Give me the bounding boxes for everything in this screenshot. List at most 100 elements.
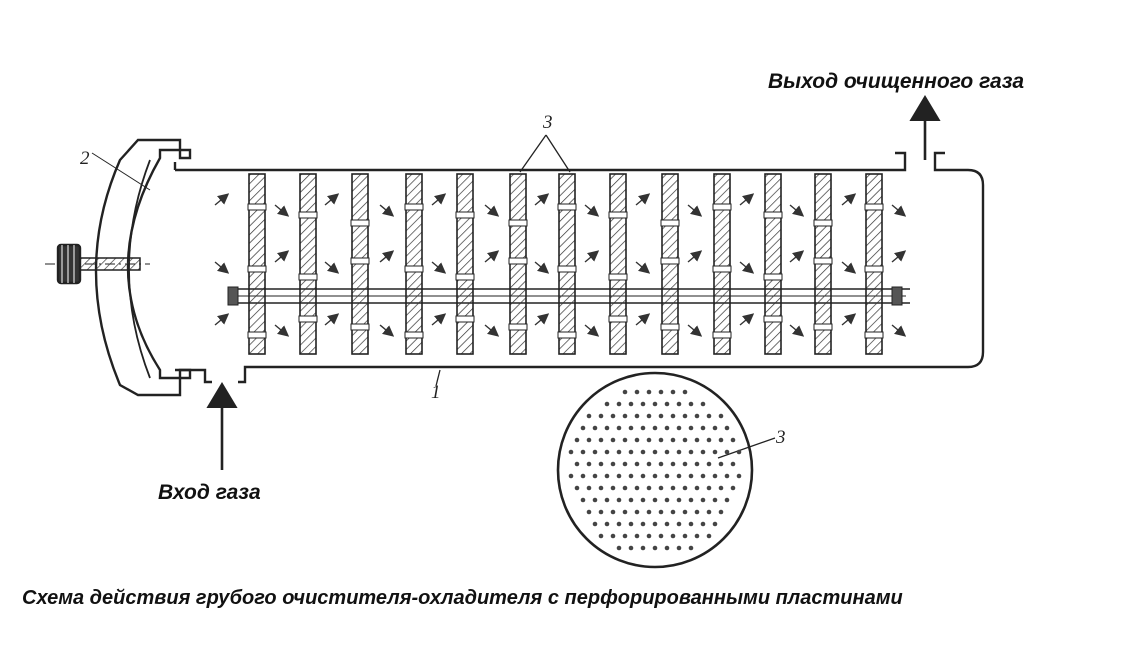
callout-cover: 2 — [80, 148, 90, 169]
plate — [813, 173, 833, 355]
plate-hole — [694, 437, 700, 443]
plate-hole — [664, 401, 670, 407]
callout-plates: 3 — [543, 112, 553, 133]
plate-hole — [622, 389, 628, 395]
plate-hole — [736, 473, 742, 479]
plate-hole — [646, 509, 652, 515]
plate-hole — [676, 425, 682, 431]
perforated-plates — [247, 173, 884, 355]
plate-hole — [706, 533, 712, 539]
flow-arrow — [274, 204, 290, 217]
plate-hole — [652, 401, 658, 407]
plate-hole — [580, 497, 586, 503]
plate-hole — [640, 521, 646, 527]
plate-hole — [658, 485, 664, 491]
plate-hole — [676, 521, 682, 527]
plate-hole — [610, 461, 616, 467]
flow-arrow — [484, 204, 500, 217]
plate-hole — [718, 485, 724, 491]
plate-hole — [664, 497, 670, 503]
plate — [608, 173, 628, 355]
plate-hole — [688, 521, 694, 527]
plate-hole — [676, 473, 682, 479]
plate-hole — [658, 509, 664, 515]
flow-arrow — [324, 313, 340, 326]
plate-hole — [634, 461, 640, 467]
flow-arrow — [891, 204, 907, 217]
plate-hole — [640, 401, 646, 407]
flow-arrow — [431, 261, 447, 274]
flow-arrow — [687, 324, 703, 337]
plate-hole — [634, 437, 640, 443]
plate-hole — [598, 533, 604, 539]
plate-hole — [646, 533, 652, 539]
plate-hole — [586, 437, 592, 443]
plate-hole — [652, 521, 658, 527]
plate-hole — [574, 461, 580, 467]
plate-hole — [724, 473, 730, 479]
plate — [455, 173, 475, 355]
flow-arrow — [431, 313, 447, 326]
plate-hole — [574, 437, 580, 443]
plate-hole — [688, 497, 694, 503]
plate-hole — [604, 449, 610, 455]
plate-hole — [622, 485, 628, 491]
flow-arrow — [274, 324, 290, 337]
plate-hole — [622, 533, 628, 539]
plate-hole — [712, 497, 718, 503]
flow-arrow — [739, 193, 755, 206]
flow-arrow — [584, 324, 600, 337]
plate — [508, 173, 528, 355]
plate-holes — [568, 389, 742, 551]
flow-arrow — [687, 204, 703, 217]
plate — [864, 173, 884, 355]
plate-hole — [694, 509, 700, 515]
plate-hole — [688, 401, 694, 407]
flow-arrow — [379, 324, 395, 337]
plate-hole — [694, 413, 700, 419]
plate-hole — [574, 485, 580, 491]
plate-hole — [598, 461, 604, 467]
flow-arrow — [324, 261, 340, 274]
plate — [350, 173, 370, 355]
figure-caption: Схема действия грубого очистителя-охлади… — [22, 587, 903, 609]
plate-hole — [676, 401, 682, 407]
plate-hole — [586, 509, 592, 515]
flow-arrow — [635, 261, 651, 274]
plate-hole — [622, 437, 628, 443]
plate-hole — [682, 509, 688, 515]
plate-hole — [682, 461, 688, 467]
plate-hole — [616, 449, 622, 455]
plate-hole — [616, 521, 622, 527]
plate-hole — [610, 509, 616, 515]
threaded-rod — [79, 257, 141, 271]
plate — [404, 173, 424, 355]
plate-hole — [658, 413, 664, 419]
plate-hole — [682, 533, 688, 539]
flow-arrow — [584, 204, 600, 217]
plate-hole — [604, 425, 610, 431]
plate-hole — [646, 437, 652, 443]
plate-hole — [586, 461, 592, 467]
plate-hole — [592, 521, 598, 527]
plate-hole — [670, 533, 676, 539]
flow-arrow — [789, 250, 805, 263]
plate-hole — [658, 437, 664, 443]
plate-hole — [700, 473, 706, 479]
plate-hole — [664, 545, 670, 551]
flow-arrow — [841, 313, 857, 326]
plate-hole — [670, 413, 676, 419]
plate-hole — [592, 425, 598, 431]
plate-hole — [646, 389, 652, 395]
plate-hole — [628, 497, 634, 503]
plate-hole — [640, 425, 646, 431]
plate-hole — [706, 461, 712, 467]
plate-hole — [580, 449, 586, 455]
plate-hole — [586, 413, 592, 419]
flow-arrow — [584, 250, 600, 263]
plate-hole — [706, 509, 712, 515]
plate-hole — [652, 449, 658, 455]
plate-hole — [568, 473, 574, 479]
plate-hole — [580, 473, 586, 479]
plate — [763, 173, 783, 355]
